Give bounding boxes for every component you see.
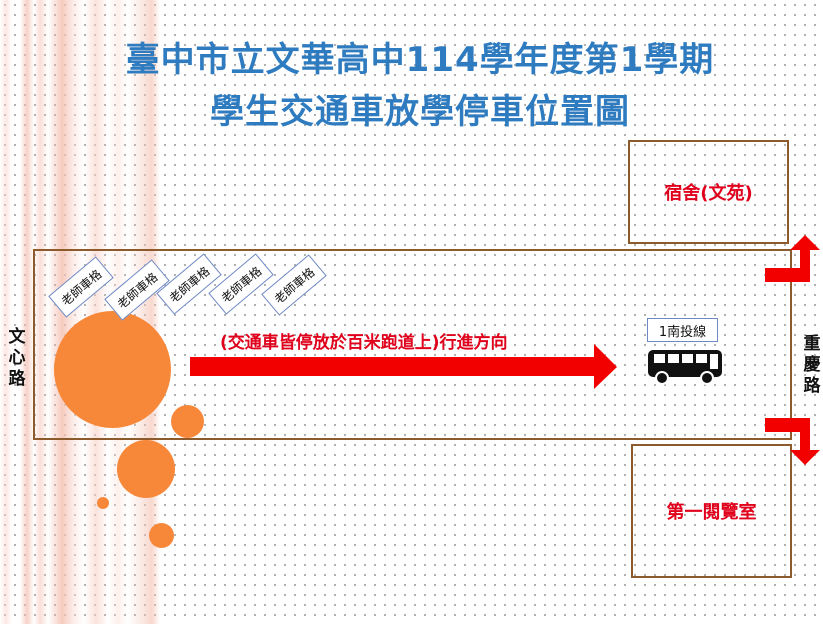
reading-room-building: 第一閱覽室 — [631, 444, 792, 578]
decorative-circle-small-2 — [149, 523, 174, 548]
reading-room-label: 第一閱覽室 — [666, 502, 757, 523]
left-road-char-1: 文 — [8, 327, 26, 347]
bus-icon — [648, 350, 722, 385]
direction-arrow-icon — [190, 344, 617, 389]
decorative-circle-medium — [117, 440, 175, 498]
decorative-stripes — [0, 0, 160, 624]
right-road-char-2: 慶 — [803, 355, 821, 375]
left-road-label: 文 心 路 — [4, 327, 30, 390]
exit-arrow-up-icon — [765, 235, 820, 282]
right-road-char-1: 重 — [803, 334, 821, 354]
parking-zone — [33, 249, 792, 440]
dorm-building: 宿舍(文苑) — [628, 140, 789, 244]
left-road-char-2: 心 — [8, 348, 26, 368]
left-road-char-3: 路 — [8, 369, 26, 389]
right-road-label: 重 慶 路 — [799, 334, 823, 397]
decorative-circle-large — [54, 311, 171, 428]
bus-line-label: 1南投線 — [647, 318, 718, 342]
decorative-circle-tiny — [97, 497, 109, 509]
dorm-label: 宿舍(文苑) — [664, 183, 753, 204]
right-road-char-3: 路 — [803, 376, 821, 396]
direction-label: (交通車皆停放於百米跑道上)行進方向 — [220, 333, 508, 353]
exit-arrow-down-icon — [765, 418, 820, 465]
decorative-circle-small — [171, 405, 204, 438]
page-title-line1: 臺中市立文華高中114學年度第1學期 — [125, 40, 715, 80]
page-title-line2: 學生交通車放學停車位置圖 — [210, 92, 630, 132]
